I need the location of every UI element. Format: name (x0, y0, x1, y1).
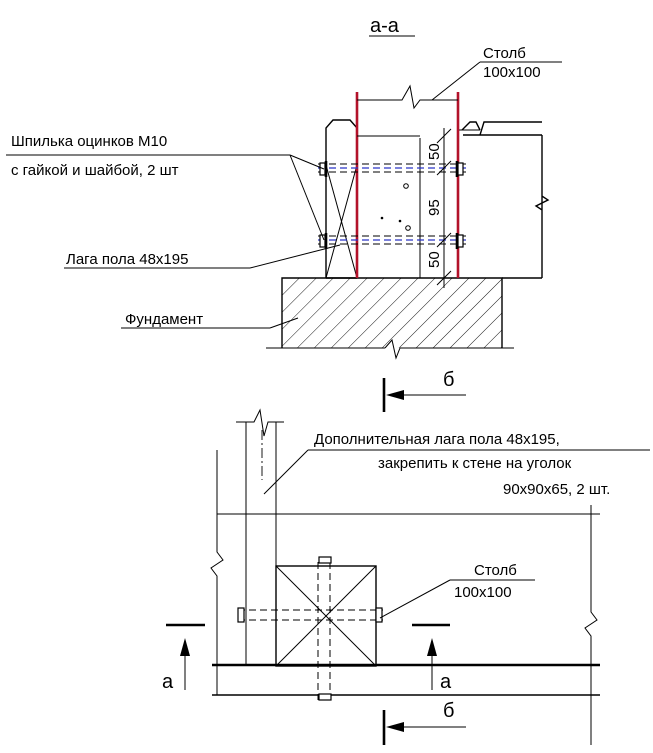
joist-label: Лага пола 48х195 (64, 244, 341, 269)
extra-joist-label-line3: 90х90х65, 2 шт. (503, 481, 610, 498)
mark-circle (403, 183, 409, 189)
mark-circle (405, 225, 411, 231)
foundation-label-text: Фундамент (125, 311, 203, 328)
stud-lower (318, 233, 466, 249)
foundation-label: Фундамент (121, 311, 299, 329)
mark-dot (380, 216, 384, 220)
post-plan-label-line2: 100х100 (454, 584, 512, 601)
section-a-mark-left: а (162, 623, 205, 693)
joist-label-text: Лага пола 48х195 (66, 251, 188, 268)
section-b-letter-bottom: б (443, 700, 454, 722)
foundation (266, 277, 514, 360)
stud-label-line1: Шпилька оцинков М10 (11, 133, 167, 150)
section-b-letter-top: б (443, 369, 454, 391)
dimension-top: 50 (426, 143, 443, 160)
extra-joist-label: Дополнительная лага пола 48х195, закрепи… (263, 431, 650, 498)
dimension-chain: 50 95 50 (426, 128, 452, 288)
section-a-letter-right: а (440, 671, 452, 693)
mark-dot (398, 219, 402, 223)
dimension-middle: 95 (426, 199, 443, 216)
post-plan-label-line1: Столб (474, 562, 517, 579)
stud-upper (318, 161, 466, 177)
post-label-line2: 100х100 (483, 64, 541, 81)
stud-label: Шпилька оцинков М10 с гайкой и шайбой, 2… (6, 133, 325, 241)
section-a-letter-left: а (162, 671, 174, 693)
stud-label-line2: с гайкой и шайбой, 2 шт (11, 162, 179, 179)
post-label-elevation: Столб 100х100 (431, 45, 562, 101)
dimension-bottom: 50 (426, 251, 443, 268)
plan-view: Дополнительная лага пола 48х195, закрепи… (162, 408, 650, 745)
post-label-line1: Столб (483, 45, 526, 62)
post (355, 84, 460, 278)
joist-and-floor (458, 121, 550, 279)
joist-end-block (325, 119, 358, 279)
extra-joist-label-line1: Дополнительная лага пола 48х195, (314, 431, 560, 448)
plan-right-edge (584, 505, 598, 745)
section-b-mark-top: б (382, 369, 466, 412)
section-title: а-а (370, 15, 400, 37)
post-label-plan: Столб 100х100 (379, 562, 535, 619)
section-b-mark-bottom: б (382, 700, 466, 745)
section-a-mark-right: а (412, 623, 452, 693)
post-plan (237, 556, 383, 701)
extra-joist-label-line2: закрепить к стене на уголок (378, 455, 572, 472)
elevation-view: а-а (6, 15, 562, 360)
